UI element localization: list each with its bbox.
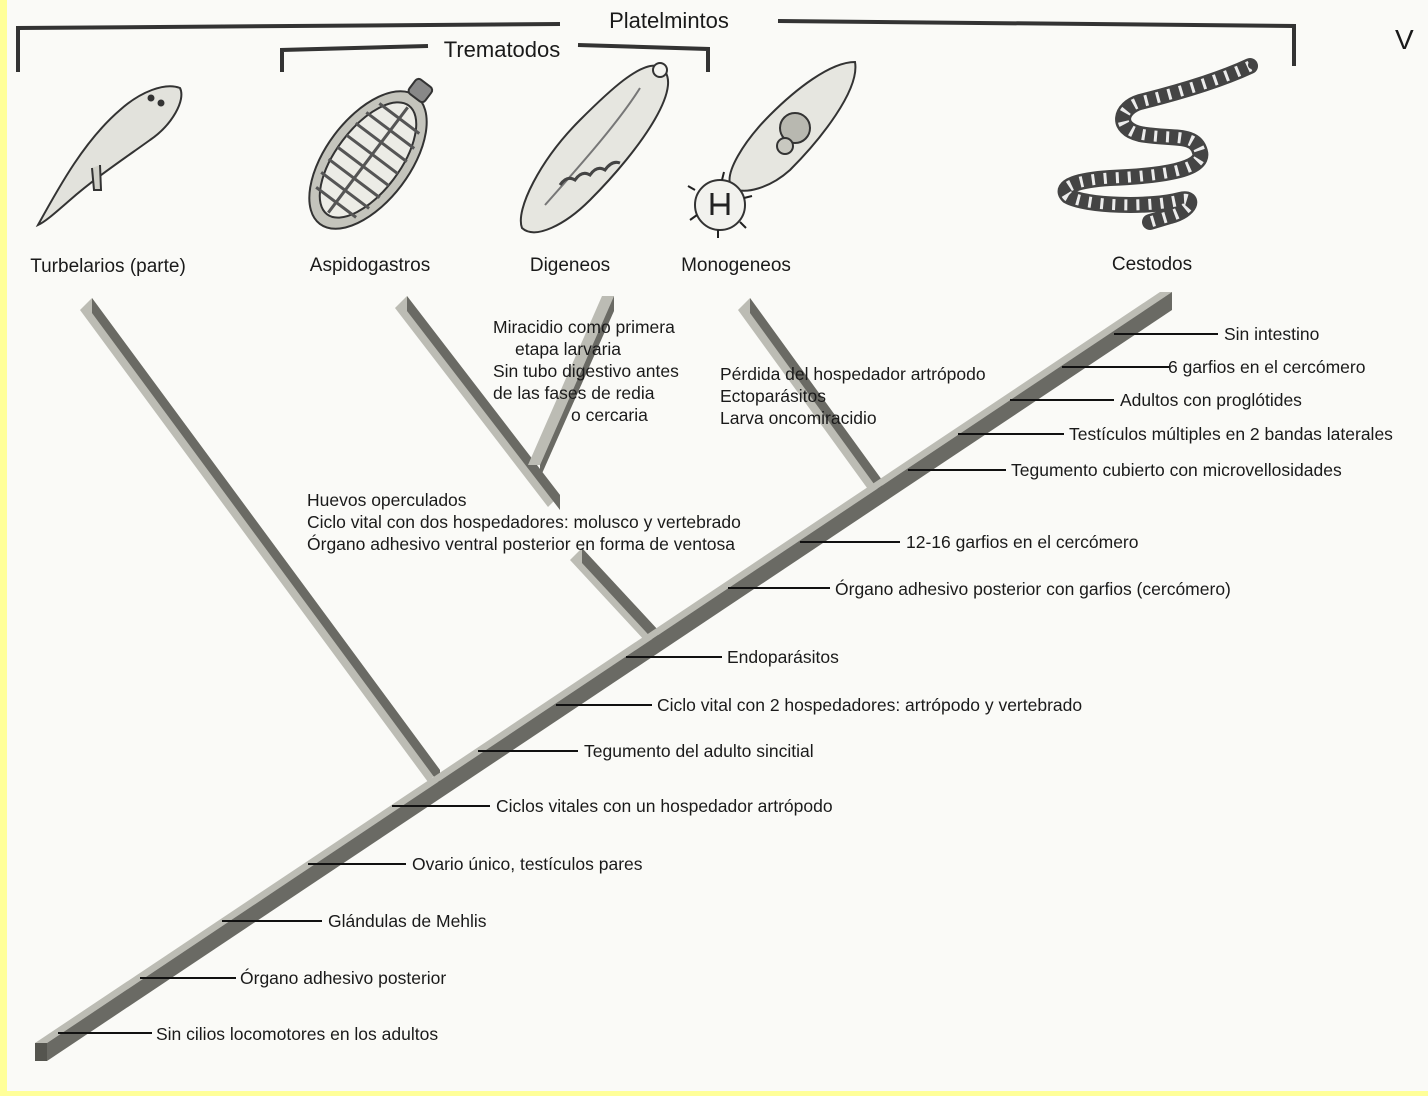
digenea-trait-line: o cercaria	[571, 405, 648, 425]
trait-organo-adhesivo-posterior: Órgano adhesivo posterior	[240, 967, 446, 988]
corner-mark: V	[1395, 24, 1414, 55]
diagram-canvas: Platelmintos Trematodos V Turbela	[7, 0, 1428, 1091]
trematode-trait-line: Órgano adhesivo ventral posterior en for…	[307, 533, 735, 554]
trait-organo-cercomero: Órgano adhesivo posterior con garfios (c…	[835, 578, 1231, 599]
trait-tegumento-microvellosidades: Tegumento cubierto con microvellosidades	[1011, 460, 1342, 480]
trait-sin-cilios: Sin cilios locomotores en los adultos	[156, 1024, 438, 1044]
monogenea-trait-line: Ectoparásitos	[720, 386, 826, 406]
trematode-trait-line: Huevos operculados	[307, 490, 467, 510]
monogenea-trait-line: Larva oncomiracidio	[720, 408, 877, 428]
trait-proglotides: Adultos con proglótides	[1120, 390, 1302, 410]
digenea-trait-line: Miracidio como primera	[493, 317, 675, 337]
taxon-turbelarios: Turbelarios (parte)	[30, 256, 186, 277]
trait-garfios-12-16: 12-16 garfios en el cercómero	[906, 532, 1138, 552]
digenea-traits: Miracidio como primera etapa larvaria Si…	[493, 317, 679, 425]
trait-garfios-6: 6 garfios en el cercómero	[1168, 357, 1365, 377]
trait-glandulas-mehlis: Glándulas de Mehlis	[328, 911, 487, 931]
taxon-aspidogastros: Aspidogastros	[310, 255, 430, 276]
digenea-trait-line: Sin tubo digestivo antes	[493, 361, 679, 381]
platelmintos-label: Platelmintos	[609, 8, 729, 33]
aspidogastro-illustration	[286, 58, 459, 249]
branch-trematodos	[570, 548, 658, 645]
taxon-cestodos: Cestodos	[1112, 254, 1192, 275]
monogeneo-illustration	[688, 62, 855, 238]
trait-tegumento-sincitial: Tegumento del adulto sincitial	[584, 741, 814, 761]
digenea-trait-line: de las fases de redia	[493, 383, 655, 403]
trait-sin-intestino: Sin intestino	[1224, 324, 1319, 344]
trait-ciclos-vitales-artropodo: Ciclos vitales con un hospedador artrópo…	[496, 796, 833, 816]
taxon-monogeneos: Monogeneos	[681, 255, 791, 276]
cladogram: Platelmintos Trematodos V Turbela	[7, 0, 1428, 1091]
digenea-trait-line: etapa larvaria	[515, 339, 621, 359]
trait-ciclo-vital-2: Ciclo vital con 2 hospedadores: artrópod…	[657, 695, 1082, 715]
trematode-traits: Huevos operculados Ciclo vital con dos h…	[307, 490, 741, 554]
cestodo-illustration	[1066, 62, 1256, 223]
trematode-trait-line: Ciclo vital con dos hospedadores: molusc…	[307, 512, 741, 532]
taxon-digeneos: Digeneos	[530, 255, 610, 276]
digeneo-illustration	[521, 63, 668, 232]
turbelario-illustration	[38, 86, 181, 225]
trait-endoparasitos: Endoparásitos	[727, 647, 839, 667]
monogenea-traits: Pérdida del hospedador artrópodo Ectopar…	[720, 364, 986, 428]
trait-testiculos-multiples: Testículos múltiples en 2 bandas lateral…	[1069, 424, 1393, 444]
trematodos-label: Trematodos	[444, 37, 561, 62]
trait-ovario-unico: Ovario único, testículos pares	[412, 854, 643, 874]
monogenea-trait-line: Pérdida del hospedador artrópodo	[720, 364, 986, 384]
